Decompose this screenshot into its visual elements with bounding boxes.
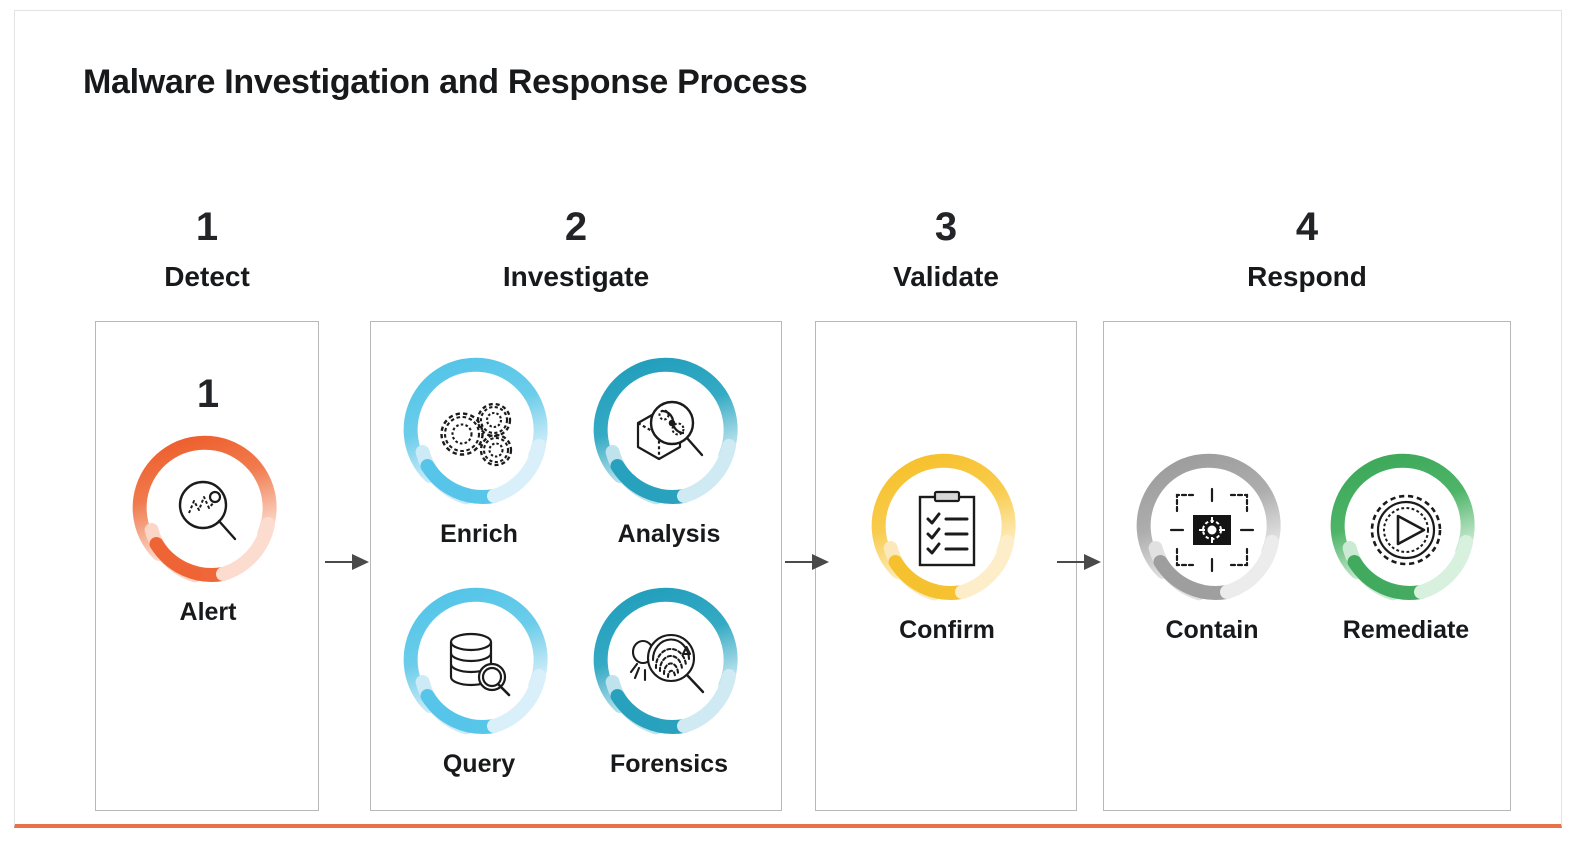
stage-header-3: 3 Validate [815,207,1077,291]
magnifier-waveform-icon [128,432,288,592]
node-confirm[interactable]: Confirm [816,450,1078,643]
stage-panel-respond: Contain [1103,321,1511,811]
node-query[interactable]: Query [389,584,569,777]
node-label: Analysis [617,520,721,548]
node-analysis[interactable]: Analysis [579,354,759,547]
clipboard-checklist-icon [867,450,1027,610]
stage-name: Validate [893,261,999,292]
node-enrich[interactable]: Enrich [389,354,569,547]
arrow-detect-to-investigate [325,550,369,574]
node-forensics[interactable]: Forensics [579,584,759,777]
stage-number: 4 [1295,205,1319,249]
page-title: Malware Investigation and Response Proce… [83,63,808,101]
fingerprint-magnifier-icon [589,584,749,744]
node-label: Remediate [1342,616,1470,644]
node-label: Forensics [609,750,729,778]
stage-header-4: 4 Respond [1103,207,1511,291]
crosshair-virus-icon [1132,450,1292,610]
stage-panel-investigate: Enrich [370,321,782,811]
ring-alert [128,432,288,592]
ring-remediate [1326,450,1486,610]
database-magnifier-icon [399,584,559,744]
stage-name: Respond [1247,261,1367,292]
panel-inner-number: 1 [196,372,220,416]
node-alert[interactable]: 1 [96,374,320,625]
gears-icon [399,354,559,514]
node-label: Contain [1165,616,1259,644]
stage-header-1: 1 Detect [95,207,319,291]
diagram-card: Malware Investigation and Response Proce… [14,10,1562,828]
stage-name: Detect [164,261,250,292]
ring-enrich [399,354,559,514]
stage-panel-validate: Confirm [815,321,1077,811]
node-remediate[interactable]: Remediate [1316,450,1496,643]
stage-name: Investigate [502,261,650,292]
stage-number: 2 [564,205,588,249]
ring-forensics [589,584,749,744]
node-label: Enrich [440,520,518,548]
ring-query [399,584,559,744]
stage-number: 3 [934,205,958,249]
stage-number: 1 [195,205,219,249]
gear-play-icon [1326,450,1486,610]
arrow-validate-to-respond [1057,550,1101,574]
node-label: Query [442,750,516,778]
node-label: Alert [179,598,237,626]
node-label: Confirm [899,616,995,644]
arrow-investigate-to-validate [785,550,829,574]
stage-panel-detect: 1 [95,321,319,811]
hexagon-magnifier-icon [589,354,749,514]
stage-header-2: 2 Investigate [370,207,782,291]
ring-contain [1132,450,1292,610]
ring-analysis [589,354,749,514]
node-contain[interactable]: Contain [1122,450,1302,643]
ring-confirm [867,450,1027,610]
